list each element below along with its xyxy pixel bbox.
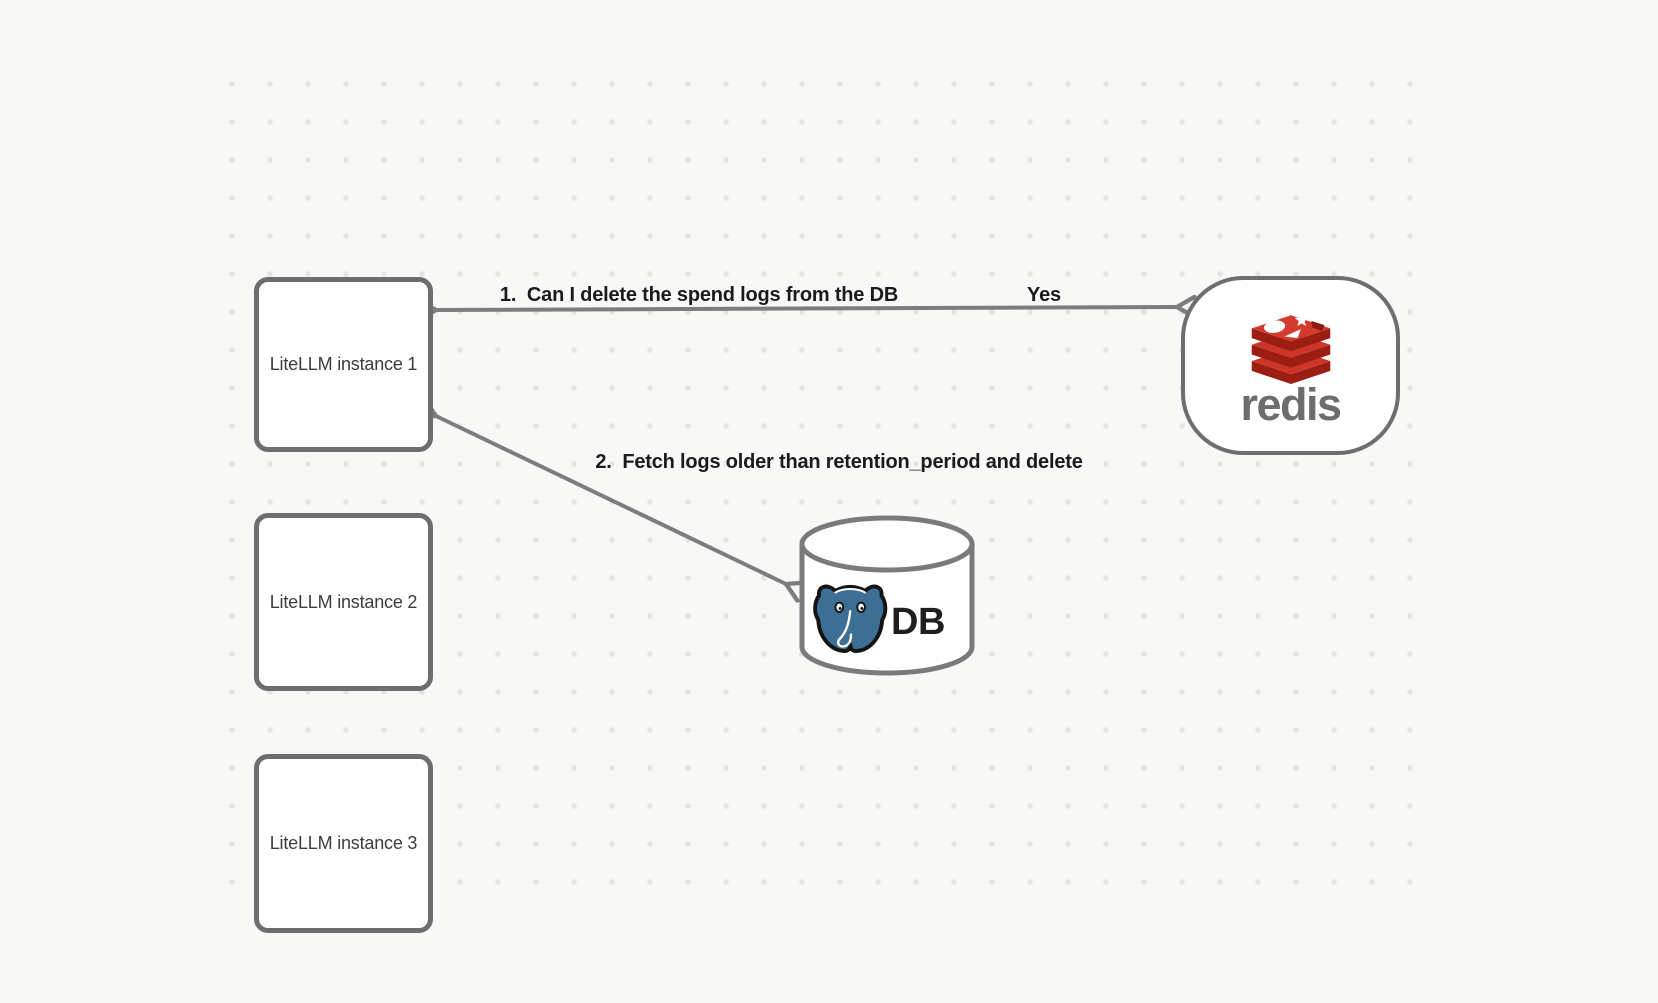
- node-litellm-instance-1: LiteLLM instance 1: [254, 277, 433, 452]
- edge-2-label: 2. Fetch logs older than retention_perio…: [595, 451, 1083, 473]
- edge-2-arrow: [413, 397, 809, 603]
- node-litellm-instance-3: LiteLLM instance 3: [254, 754, 433, 933]
- edge-1-arrow: [416, 294, 1197, 323]
- postgresql-elephant-icon: [813, 584, 888, 654]
- litellm-instance-1-label: LiteLLM instance 1: [269, 354, 418, 374]
- litellm-instance-3-label: LiteLLM instance 3: [269, 833, 418, 853]
- edge-1-response-label: Yes: [1027, 284, 1061, 306]
- db-label: DB: [891, 601, 945, 643]
- redis-cube-stack-icon: [1251, 312, 1330, 384]
- edge-1-label: 1. Can I delete the spend logs from the …: [499, 284, 899, 306]
- redis-wordmark: redis: [1240, 379, 1342, 430]
- node-db: DB: [799, 514, 975, 680]
- node-redis: redis: [1181, 276, 1400, 455]
- node-litellm-instance-2: LiteLLM instance 2: [254, 513, 433, 691]
- litellm-instance-2-label: LiteLLM instance 2: [269, 591, 418, 612]
